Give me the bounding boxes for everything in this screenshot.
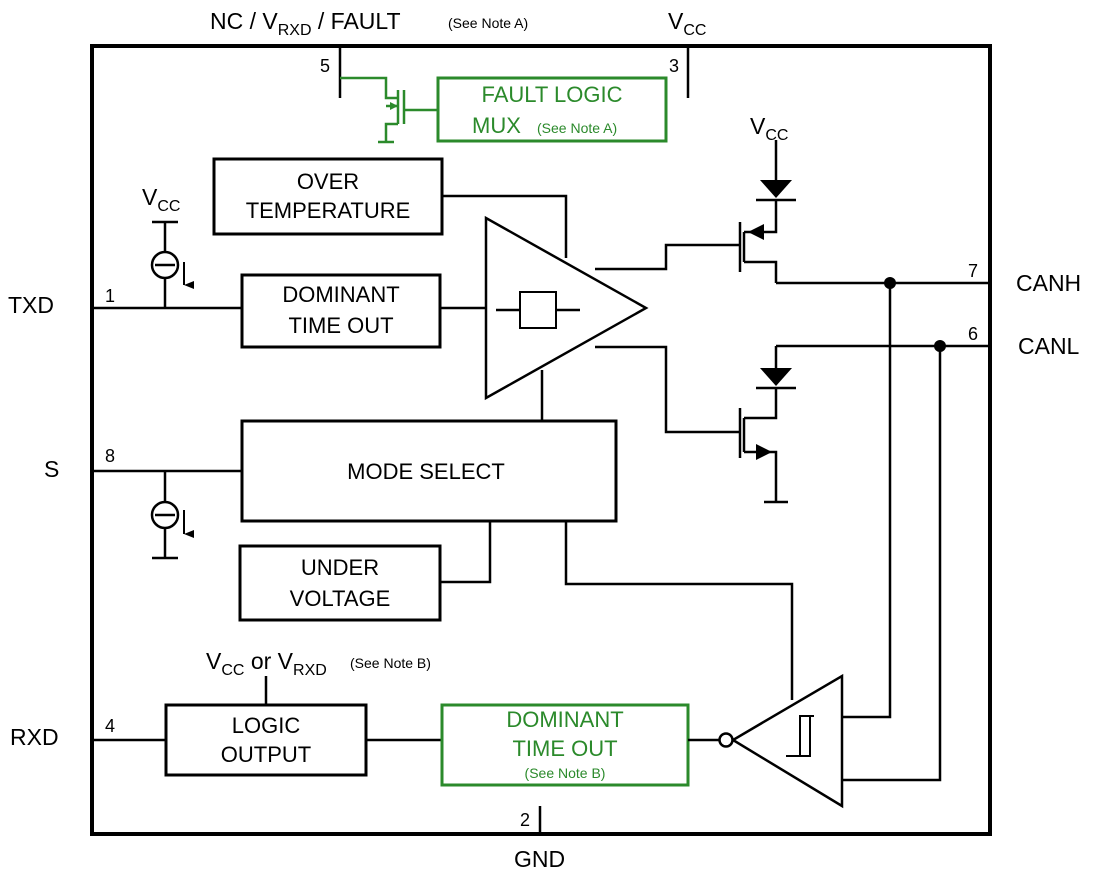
pin3-label: VCC [668,8,706,39]
under-voltage-line1: UNDER [301,555,379,580]
receiver-comparator-icon [718,673,844,809]
fault-mosfet-icon [340,76,438,144]
fault-logic-mux-note: (See Note A) [537,120,617,136]
txd-label: TXD [8,292,54,318]
fault-logic-mux-line2: MUX [472,113,521,138]
under-voltage-line2: VOLTAGE [290,586,391,611]
high-side-transistor-icon [738,218,778,283]
s-label: S [44,456,59,482]
uv-to-mode-wire [440,521,492,584]
dominant-time-out-rx-block [440,703,690,787]
pin6-number: 6 [968,324,978,344]
pin5-label: NC / VRXD / FAULT [210,8,401,39]
pin5-number: 5 [320,56,330,76]
dominant-time-out-rx-line2: TIME OUT [512,736,617,761]
overtemp-to-driver-wire [442,194,568,258]
txd-current-source-icon [150,220,194,308]
over-temperature-block [212,157,444,236]
canh-vcc-label: VCC [750,113,788,144]
pin3-number: 3 [669,56,679,76]
driver-to-low-fet-wire [595,345,740,434]
logic-output-line1: LOGIC [232,713,301,738]
canh-label: CANH [1016,270,1081,296]
fault-logic-mux-block [436,76,668,143]
mode-select-label: MODE SELECT [347,459,505,484]
over-temperature-line2: TEMPERATURE [246,198,411,223]
s-current-source-icon [150,471,194,560]
logic-output-line2: OUTPUT [221,742,311,767]
high-side-diode-icon [756,140,796,218]
over-temperature-line1: OVER [297,169,359,194]
rxd-label: RXD [10,724,59,750]
driver-to-high-fet-wire [595,243,740,271]
under-voltage-block [238,544,442,622]
logic-supply-note: (See Note B) [350,655,431,671]
gnd-label: GND [514,846,565,872]
pin8-number: 8 [105,446,115,466]
fault-logic-mux-line1: FAULT LOGIC [481,82,622,107]
logic-supply-label: VCC or VRXD [206,648,327,679]
canl-to-receiver-wire [842,346,942,782]
dominant-time-out-tx-line1: DOMINANT [282,282,399,307]
can-driver-amplifier-icon [484,215,649,401]
canl-label: CANL [1018,333,1080,359]
pin1-number: 1 [105,286,115,306]
low-side-diode-icon [756,346,796,410]
txd-vcc-label: VCC [142,184,180,215]
dominant-time-out-rx-line1: DOMINANT [506,707,623,732]
dominant-time-out-tx-line2: TIME OUT [288,313,393,338]
low-side-transistor-icon [738,408,788,504]
logic-output-block [164,703,368,777]
mode-select-block [240,419,618,523]
pin7-number: 7 [968,261,978,281]
pin2-number: 2 [520,810,530,830]
dominant-time-out-rx-note: (See Note B) [525,765,606,781]
pin5-note: (See Note A) [448,15,528,31]
pin4-number: 4 [105,716,115,736]
dominant-time-out-tx-block [240,273,442,349]
mode-to-receiver-wire [564,521,794,700]
canh-to-receiver-wire [842,283,892,719]
